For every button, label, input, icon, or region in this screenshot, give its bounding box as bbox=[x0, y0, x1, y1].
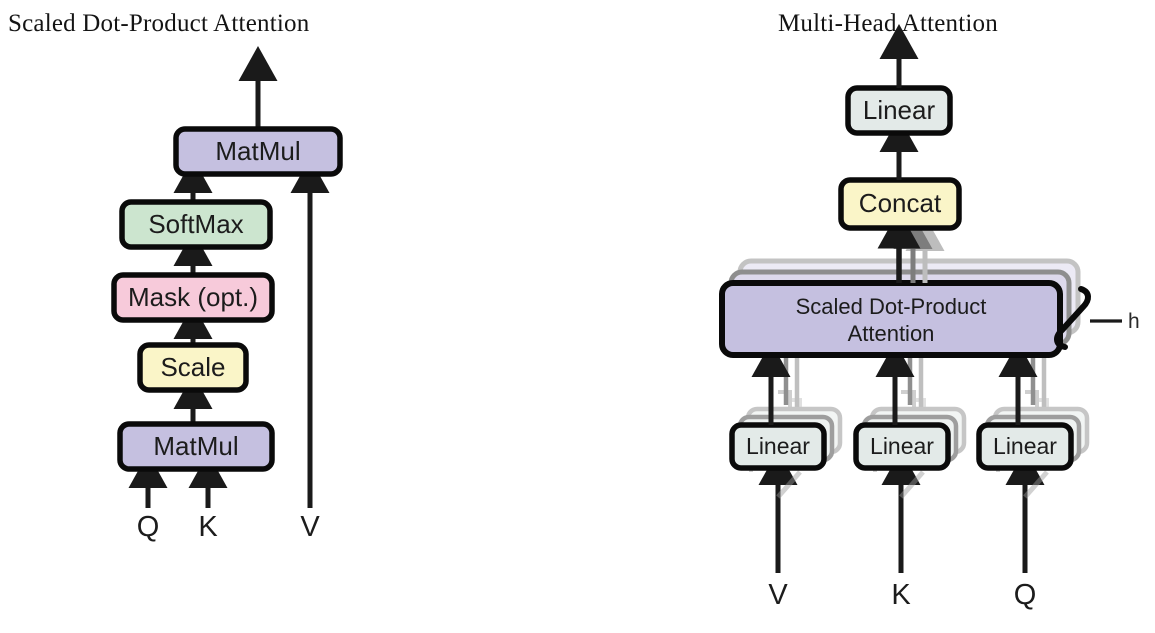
node-scaled-dot-product-attention[interactable]: Scaled Dot-Product Attention bbox=[719, 280, 1063, 358]
head-count-annotation: h bbox=[1054, 286, 1140, 350]
node-mask-rect[interactable] bbox=[111, 272, 275, 323]
input-label-k-right: K bbox=[891, 579, 911, 611]
node-linear-q[interactable]: Linear bbox=[976, 422, 1074, 471]
node-linear-q-rect[interactable] bbox=[976, 422, 1074, 471]
node-sdpa-label-line2: Attention bbox=[848, 321, 935, 346]
node-concat-label: Concat bbox=[859, 188, 942, 218]
input-label-v-left: V bbox=[300, 511, 320, 543]
node-linear-top[interactable]: Linear bbox=[845, 85, 953, 136]
node-matmul-top[interactable]: MatMul bbox=[173, 126, 343, 177]
node-concat[interactable]: Concat bbox=[838, 177, 962, 231]
node-matmul-top-rect[interactable] bbox=[173, 126, 343, 177]
node-softmax-rect[interactable] bbox=[119, 199, 273, 250]
node-linear-q-label: Linear bbox=[993, 433, 1057, 459]
node-linear-v-label: Linear bbox=[746, 433, 810, 459]
node-scale-label: Scale bbox=[160, 352, 225, 382]
node-matmul-bottom-label: MatMul bbox=[153, 431, 238, 461]
node-matmul-bottom[interactable]: MatMul bbox=[117, 421, 275, 472]
ghost-input-fan bbox=[776, 470, 1049, 499]
left-diagram-group: MatMul SoftMax Mask (opt.) Scale MatMul … bbox=[111, 46, 343, 543]
left-figure-title: Scaled Dot-Product Attention bbox=[8, 10, 310, 37]
node-scale[interactable]: Scale bbox=[137, 342, 249, 393]
node-sdpa-label-line1: Scaled Dot-Product bbox=[796, 294, 987, 319]
input-label-q-right: Q bbox=[1014, 579, 1037, 611]
node-softmax-label: SoftMax bbox=[148, 209, 243, 239]
input-label-k-left: K bbox=[198, 511, 218, 543]
node-sdpa-rect[interactable] bbox=[719, 280, 1063, 358]
node-linear-k-label: Linear bbox=[870, 433, 934, 459]
input-label-v-right: V bbox=[768, 579, 788, 611]
input-label-q-left: Q bbox=[137, 511, 160, 543]
node-linear-v-rect[interactable] bbox=[729, 422, 827, 471]
node-linear-v[interactable]: Linear bbox=[729, 422, 827, 471]
node-softmax[interactable]: SoftMax bbox=[119, 199, 273, 250]
right-diagram-group: Linear Linear Linear Scaled Do bbox=[719, 24, 1140, 611]
node-matmul-top-label: MatMul bbox=[215, 136, 300, 166]
head-count-label: h bbox=[1128, 310, 1140, 333]
node-linear-k-rect[interactable] bbox=[853, 422, 951, 471]
node-linear-top-label: Linear bbox=[863, 95, 936, 125]
node-linear-k[interactable]: Linear bbox=[853, 422, 951, 471]
node-matmul-bottom-rect[interactable] bbox=[117, 421, 275, 472]
node-mask[interactable]: Mask (opt.) bbox=[111, 272, 275, 323]
node-mask-label: Mask (opt.) bbox=[128, 282, 258, 312]
node-scale-rect[interactable] bbox=[137, 342, 249, 393]
